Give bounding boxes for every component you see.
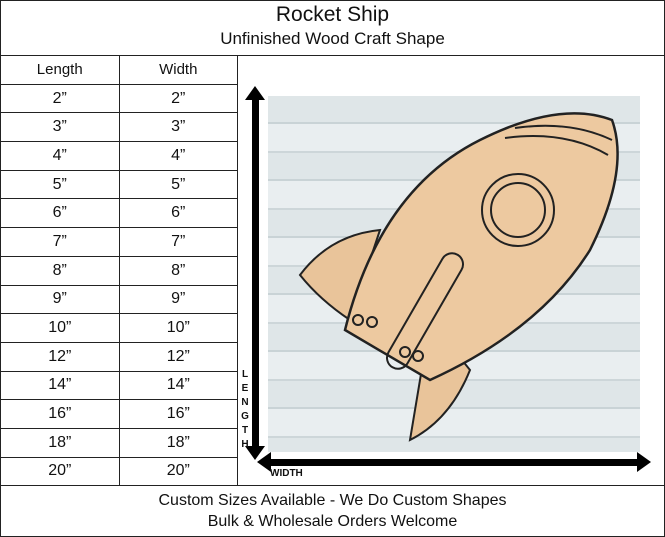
width-cell: 9” (118, 284, 238, 315)
size-table: Length Width 2”2”3”3”4”4”5”5”6”6”7”7”8”8… (0, 55, 238, 487)
width-header: Width (118, 55, 238, 85)
width-cell: 2” (118, 83, 238, 114)
table-row: 8”8” (0, 255, 238, 286)
table-row: 5”5” (0, 169, 238, 200)
width-cell: 8” (118, 255, 238, 286)
length-cell: 10” (0, 313, 120, 343)
length-cell: 16” (0, 399, 120, 429)
length-cell: 6” (0, 198, 120, 229)
length-header: Length (0, 55, 120, 85)
width-cell: 6” (118, 198, 238, 229)
length-cell: 9” (0, 284, 120, 315)
width-cell: 10” (118, 313, 238, 343)
table-row: 16”16” (0, 399, 238, 429)
table-row: 4”4” (0, 141, 238, 171)
rocket-icon (298, 112, 619, 442)
length-arrow-icon (245, 86, 265, 460)
width-cell: 14” (118, 370, 238, 401)
header: Rocket Ship Unfinished Wood Craft Shape (0, 0, 665, 56)
table-row: 9”9” (0, 284, 238, 315)
width-label: WIDTH (270, 468, 303, 479)
table-row: 6”6” (0, 198, 238, 229)
page-subtitle: Unfinished Wood Craft Shape (220, 29, 445, 48)
table-row: 10”10” (0, 313, 238, 343)
length-cell: 20” (0, 456, 120, 487)
table-row: 18”18” (0, 427, 238, 458)
table-row: 2”2” (0, 83, 238, 114)
width-arrow-icon (257, 452, 651, 472)
table-row: 12”12” (0, 341, 238, 372)
footer-line-1: Custom Sizes Available - We Do Custom Sh… (158, 492, 507, 509)
length-cell: 4” (0, 141, 120, 171)
width-cell: 16” (118, 399, 238, 429)
footer: Custom Sizes Available - We Do Custom Sh… (0, 485, 665, 537)
table-row: 7”7” (0, 227, 238, 257)
length-cell: 3” (0, 112, 120, 143)
width-cell: 3” (118, 112, 238, 143)
width-cell: 18” (118, 427, 238, 458)
table-row: 20”20” (0, 456, 238, 487)
table-row: 3”3” (0, 112, 238, 143)
footer-line-2: Bulk & Wholesale Orders Welcome (207, 513, 458, 530)
page-title: Rocket Ship (275, 3, 390, 26)
